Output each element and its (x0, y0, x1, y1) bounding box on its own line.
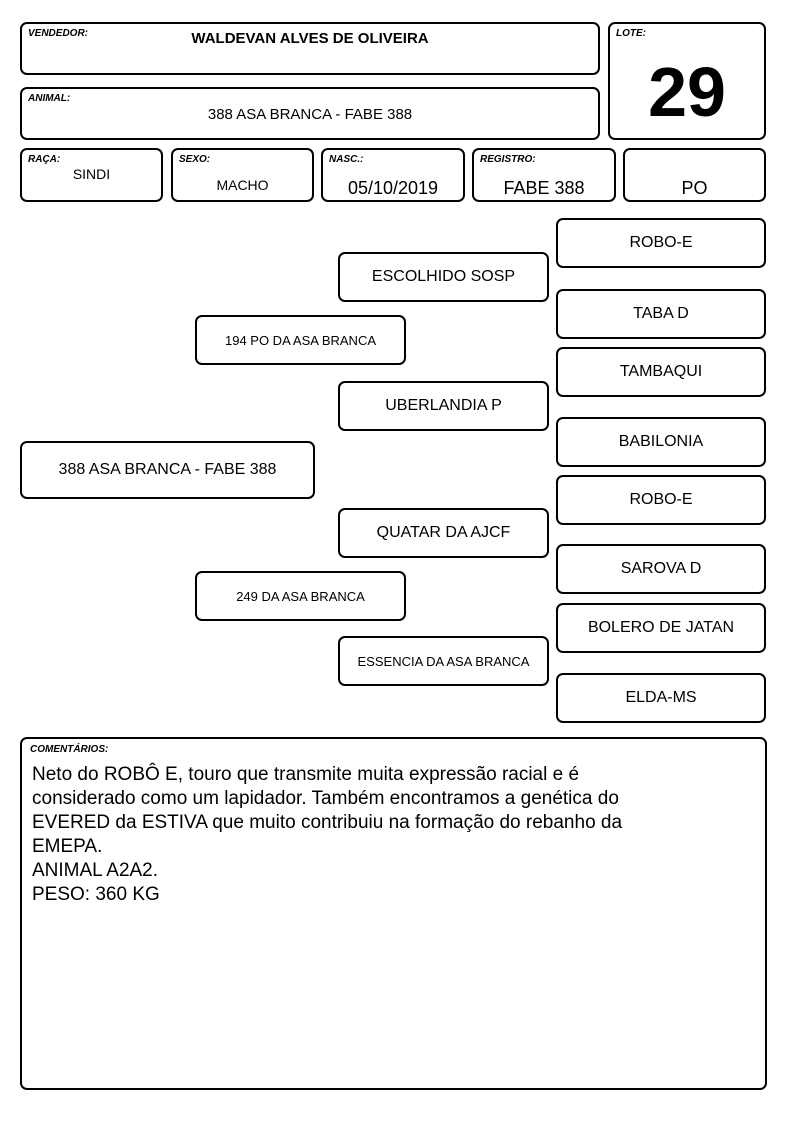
sex-label: SEXO: (179, 154, 211, 165)
pedigree-ggp-6: SAROVA D (556, 544, 766, 594)
comments-text: Neto do ROBÔ E, touro que transmite muit… (32, 764, 623, 905)
pedigree-ggp-4: BABILONIA (556, 417, 766, 467)
pedigree-ggp-5: ROBO-E (556, 475, 766, 525)
animal-label: ANIMAL: (28, 93, 71, 104)
pedigree-dam-dam: ESSENCIA DA ASA BRANCA (338, 636, 549, 686)
breed-value: SINDI (72, 166, 111, 182)
pedigree-sire: 194 PO DA ASA BRANCA (195, 315, 406, 365)
registry-box: REGISTRO: FABE 388 (472, 148, 616, 202)
pedigree-sire-sire: ESCOLHIDO SOSP (338, 252, 549, 302)
registry-label: REGISTRO: (480, 154, 536, 165)
pedigree-ggp-7: BOLERO DE JATAN (556, 603, 766, 653)
birthdate-box: NASC.: 05/10/2019 (321, 148, 465, 202)
pedigree-ggp-1: ROBO-E (556, 218, 766, 268)
seller-label: VENDEDOR: (28, 28, 89, 39)
sex-box: SEXO: MACHO (171, 148, 314, 202)
pedigree-animal: 388 ASA BRANCA - FABE 388 (20, 441, 315, 499)
registry-value: FABE 388 (503, 178, 585, 198)
breed-box: RAÇA: SINDI (20, 148, 163, 202)
animal-box: ANIMAL: 388 ASA BRANCA - FABE 388 (20, 87, 600, 140)
lot-box: LOTE: 29 (608, 22, 766, 140)
seller-name: WALDEVAN ALVES DE OLIVEIRA (191, 30, 429, 47)
animal-name: 388 ASA BRANCA - FABE 388 (207, 106, 413, 123)
sex-value: MACHO (216, 177, 269, 193)
pedigree-dam-sire: QUATAR DA AJCF (338, 508, 549, 558)
birthdate-value: 05/10/2019 (347, 178, 439, 198)
lot-label: LOTE: (616, 28, 646, 39)
seller-box: VENDEDOR: WALDEVAN ALVES DE OLIVEIRA (20, 22, 600, 75)
lot-number: 29 (648, 53, 726, 131)
category-box: PO (623, 148, 766, 202)
birthdate-label: NASC.: (329, 154, 364, 165)
pedigree-ggp-3: TAMBAQUI (556, 347, 766, 397)
pedigree-dam: 249 DA ASA BRANCA (195, 571, 406, 621)
comments-box: COMENTÁRIOS: Neto do ROBÔ E, touro que t… (20, 737, 767, 1090)
pedigree-ggp-8: ELDA-MS (556, 673, 766, 723)
comments-label: COMENTÁRIOS: (30, 744, 109, 755)
breed-label: RAÇA: (28, 154, 61, 165)
category-value: PO (681, 178, 708, 198)
pedigree-ggp-2: TABA D (556, 289, 766, 339)
pedigree-sire-dam: UBERLANDIA P (338, 381, 549, 431)
